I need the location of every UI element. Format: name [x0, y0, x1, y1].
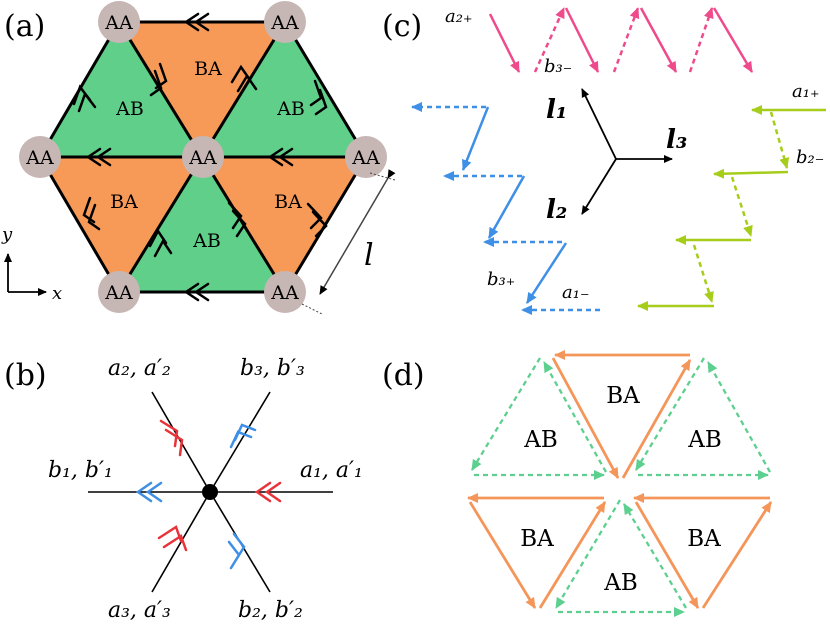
blue-zigzag [411, 102, 600, 315]
length-label: l [364, 238, 374, 273]
ba-triangle-top [551, 350, 692, 479]
region-label-ba: BA [606, 383, 640, 409]
panel-c-label: (c) [382, 9, 422, 44]
label-a3: a₃, a′₃ [108, 598, 171, 623]
label-a2-plus: a₂₊ [445, 6, 472, 27]
axes-indicator: y x [1, 224, 62, 304]
x-axis-label: x [52, 283, 62, 304]
region-label-ba: BA [687, 526, 721, 552]
region-label-ab: AB [115, 98, 144, 120]
vector-l2-label: l₂ [546, 195, 567, 225]
ab-region [119, 157, 285, 292]
region-label-ab: AB [276, 98, 305, 120]
region-label-ab: AB [192, 230, 221, 252]
label-b3-plus: b₃₊ [487, 269, 515, 290]
svg-text:AA: AA [351, 147, 380, 169]
ab-triangle-left [471, 357, 608, 480]
svg-text:AA: AA [270, 282, 299, 304]
panel-d-label: (d) [382, 358, 425, 393]
aa-node: AA [264, 1, 306, 43]
aa-node: AA [19, 136, 61, 178]
ba-triangle-left [467, 493, 607, 609]
ba-region [40, 157, 203, 292]
label-a1-minus: a₁₋ [562, 282, 589, 303]
vector-l1-label: l₁ [546, 95, 567, 125]
label-b1: b₁, b′₁ [48, 458, 113, 483]
panel-b: (b) a₂, a′₂ b₃, b′₃ b₁, b′₁ a₁, a′₁ a₃, … [4, 356, 363, 623]
svg-text:AA: AA [188, 147, 217, 169]
label-b2-minus: b₂₋ [796, 147, 824, 168]
svg-text:AA: AA [25, 147, 54, 169]
region-label-ab: AB [523, 427, 558, 453]
panel-d: (d) BA AB AB BA [382, 350, 773, 617]
vector-l3-label: l₃ [666, 125, 687, 155]
ab-triangle-right [635, 357, 772, 480]
moire-hexagon: AA AA AA AA AA [19, 1, 387, 313]
red-chevrons [157, 419, 282, 552]
region-label-ba: BA [110, 191, 138, 213]
ab-region [203, 22, 366, 157]
aa-node: AA [264, 271, 306, 313]
panel-b-label: (b) [4, 358, 47, 393]
y-axis-label: y [1, 224, 13, 245]
lime-zigzag [637, 105, 826, 311]
label-a2: a₂, a′₂ [108, 356, 171, 381]
chevron-arrows [72, 12, 328, 302]
ba-region [119, 22, 285, 157]
length-marker: l [301, 169, 396, 315]
pink-zigzag [488, 7, 754, 73]
panel-a: (a) [1, 1, 396, 315]
label-b2: b₂, b′₂ [238, 598, 303, 623]
aa-node: AA [98, 1, 140, 43]
aa-node: AA [182, 136, 224, 178]
region-label-ba: BA [274, 191, 302, 213]
aa-node: AA [345, 136, 387, 178]
label-a1-plus: a₁₊ [792, 81, 819, 102]
region-label-ba: BA [194, 58, 222, 80]
ab-region [40, 22, 203, 157]
ab-triangle-bottom [555, 499, 687, 617]
lattice-vectors [581, 88, 673, 215]
blue-chevrons [135, 423, 257, 570]
svg-text:AA: AA [104, 12, 133, 34]
region-label-ab: AB [603, 570, 638, 596]
region-label-ba: BA [520, 526, 554, 552]
svg-text:AA: AA [270, 12, 299, 34]
aa-node: AA [98, 271, 140, 313]
label-a1: a₁, a′₁ [300, 458, 363, 483]
region-label-ab: AB [687, 427, 722, 453]
aa-nodes: AA AA AA AA AA [19, 1, 387, 313]
panel-c: (c) a₂₊ b₃₋ b₃₊ a₁₋ [382, 6, 826, 315]
label-b3: b₃, b′₃ [240, 356, 305, 381]
node-dot [202, 484, 218, 500]
ba-triangle-right [633, 493, 773, 609]
panel-a-label: (a) [4, 9, 45, 44]
svg-text:AA: AA [104, 282, 133, 304]
label-b3-minus: b₃₋ [544, 56, 572, 77]
